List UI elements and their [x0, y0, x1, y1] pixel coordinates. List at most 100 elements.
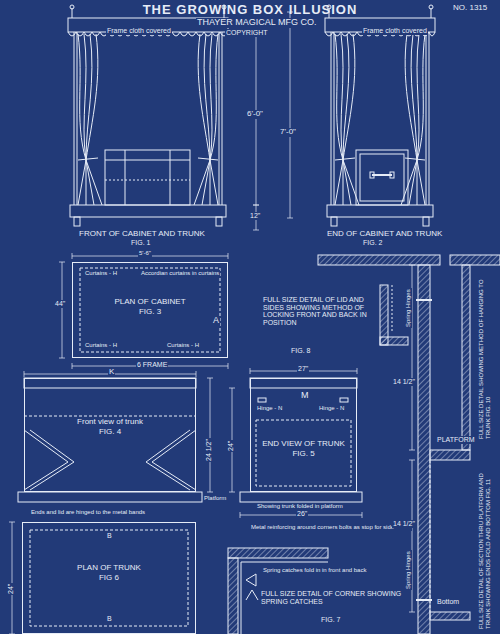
drawing-stroke [105, 180, 190, 181]
drawing-stroke [362, 512, 363, 518]
drawing-stroke [105, 160, 190, 161]
dimension-line [210, 378, 211, 492]
drawing-stroke [72, 363, 73, 369]
leg [331, 217, 337, 226]
figure-number: FIG 6 [97, 573, 121, 583]
annotation: Ends and lid are hinged to the metal ban… [30, 509, 146, 516]
drawing-stroke [287, 218, 293, 219]
hatched-section [380, 337, 408, 345]
leg [216, 217, 222, 226]
annotation: 14 1/2" [392, 520, 416, 528]
drawing-stroke [240, 512, 241, 518]
annotation: 6'-0" [246, 110, 264, 119]
hatched-section [430, 450, 470, 460]
dimension-line [290, 12, 291, 218]
curtain-fold [417, 34, 419, 205]
annotation: Accordian curtains in curtains [140, 270, 220, 277]
figure-title: PLAN OF CABINET [112, 297, 187, 307]
annotation: 27" [297, 365, 309, 373]
drawing-stroke [59, 262, 65, 263]
figure-title: END VIEW OF TRUNK [260, 439, 347, 449]
leg [74, 217, 80, 226]
handle [372, 174, 392, 176]
drawing-stroke [409, 460, 415, 461]
annotation: 14 1/2" [392, 378, 416, 386]
drawing-stroke [360, 154, 404, 201]
drawing-stroke [229, 492, 235, 493]
spring-hinge [416, 299, 432, 301]
annotation: M [300, 391, 310, 401]
tie-back [198, 158, 218, 160]
annotation: Curtains - H [84, 342, 118, 349]
annotation: 44" [54, 300, 66, 308]
figure-outline: Front view of trunkFIG. 4 [24, 378, 196, 492]
hatched-section [228, 548, 328, 558]
annotation: 24" [227, 440, 235, 452]
hatched-section [228, 558, 238, 634]
post [77, 32, 78, 205]
annotation: Hinge - N [256, 405, 283, 412]
dimension-line [412, 265, 413, 450]
hatched-section [462, 265, 470, 450]
drawing-stroke [409, 612, 415, 613]
dimension-line [62, 262, 63, 358]
annotation: FULL SIZE DETAIL SHOWING METHOD OF HANGI… [478, 273, 491, 440]
drawing-stroke [170, 150, 171, 205]
trunk [356, 150, 408, 205]
annotation: 24" [7, 583, 15, 595]
drawing-stroke [125, 150, 126, 205]
curtain-fold [210, 34, 218, 205]
curtain-fold [210, 34, 212, 205]
drawing-stroke [390, 172, 394, 178]
folded-end [146, 430, 196, 490]
figure-number: FIG. 3 [137, 307, 163, 317]
annotation: PLATFORM [436, 436, 476, 444]
hinge [258, 398, 266, 402]
drawing-stroke [207, 378, 213, 379]
annotation: Showing trunk folded in platform [256, 503, 344, 510]
curtain-fold [341, 34, 343, 205]
annotation: 12" [249, 212, 261, 220]
annotation: B [106, 532, 113, 540]
annotation: B [106, 615, 113, 623]
finial [429, 5, 433, 9]
annotation: 6 FRAME [136, 361, 168, 369]
trunk [105, 150, 190, 205]
annotation: NO. 1315 [452, 4, 488, 13]
annotation: Bottom [436, 598, 460, 606]
spring-hinge [416, 599, 432, 601]
spring-catch [246, 590, 258, 600]
figure-number: FIG. 4 [97, 427, 123, 437]
drawing-stroke [228, 253, 229, 259]
post [222, 32, 223, 205]
drawing-stroke [30, 530, 188, 626]
annotation: Curtains - H [166, 342, 200, 349]
hinge [340, 398, 348, 402]
annotation: FIG. 7 [320, 616, 341, 624]
title: THE GROWING BOX ILLUSION [0, 2, 500, 17]
trunk-lid [250, 378, 357, 388]
post [334, 32, 335, 205]
post [331, 32, 332, 205]
annotation: FIG. 2 [362, 239, 383, 247]
platform [240, 492, 362, 502]
annotation: FULL SIZE DETAIL OF LID AND SIDES SHOWIN… [262, 296, 376, 327]
spring-catch [246, 574, 256, 586]
drawing-stroke [256, 420, 351, 486]
hatched-section [418, 265, 430, 634]
drawing-stroke [196, 371, 197, 377]
drawing-stroke [409, 450, 415, 451]
curtain-fold [343, 34, 359, 205]
annotation: 26" [296, 510, 308, 518]
drawing-stroke [207, 492, 213, 493]
folded-end [24, 430, 74, 490]
annotation: FIG. 8 [290, 347, 311, 355]
base [327, 205, 433, 217]
drawing-stroke [430, 460, 431, 612]
curtain-fold [78, 34, 86, 205]
annotation: FIG. 1 [130, 239, 151, 247]
drawing-stroke [59, 358, 65, 359]
drawing-stroke [250, 368, 251, 374]
leg [423, 217, 429, 226]
